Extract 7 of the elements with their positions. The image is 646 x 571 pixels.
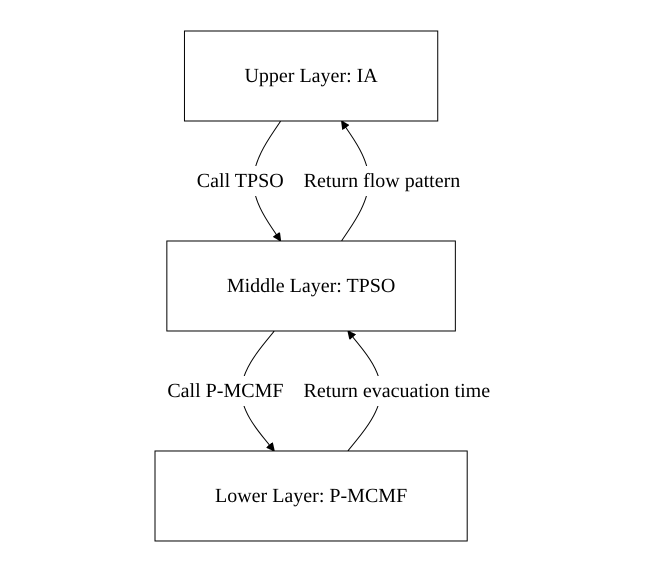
edge-label: Return evacuation time (304, 379, 491, 402)
node-box: Middle Layer: TPSO (166, 240, 456, 331)
node-box: Lower Layer: P-MCMF (154, 450, 468, 541)
node-box: Upper Layer: IA (184, 30, 439, 121)
edge-label: Return flow pattern (304, 169, 461, 192)
edge-label: Call P-MCMF (168, 379, 284, 402)
edge-label: Call TPSO (197, 169, 284, 192)
